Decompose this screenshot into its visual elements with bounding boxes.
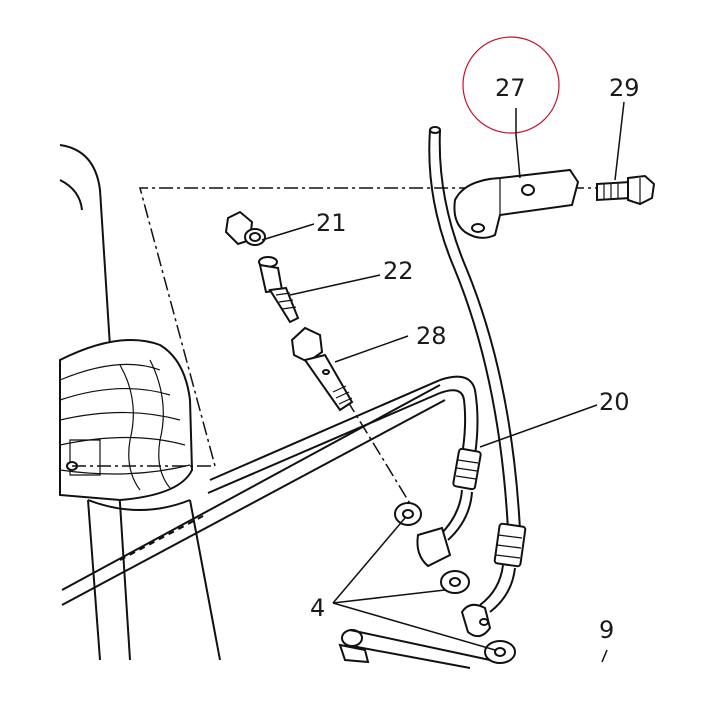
callout-21: 21 — [316, 209, 347, 237]
callout-22: 22 — [383, 257, 414, 285]
fork-tube — [59, 144, 221, 661]
bracket-part-27 — [453, 168, 580, 239]
bleed-valve-part-22 — [258, 256, 300, 324]
short-brake-hose-part-20 — [207, 375, 482, 568]
cap-part-21 — [224, 210, 266, 246]
highlight-circle — [462, 36, 560, 134]
callout-29: 29 — [609, 74, 640, 102]
banjo-bolt-part-28 — [290, 326, 354, 412]
long-brake-hose — [428, 126, 527, 613]
callout-27: 27 — [495, 74, 526, 102]
callout-28: 28 — [416, 322, 447, 350]
washers-part-4 — [394, 502, 516, 664]
callout-20: 20 — [599, 388, 630, 416]
callout-4: 4 — [310, 594, 325, 622]
axle-part-9 — [338, 629, 491, 669]
leader-lines — [261, 101, 625, 663]
bolt-part-29 — [596, 174, 656, 206]
callout-9: 9 — [599, 616, 614, 644]
fork-clamp — [59, 339, 194, 502]
